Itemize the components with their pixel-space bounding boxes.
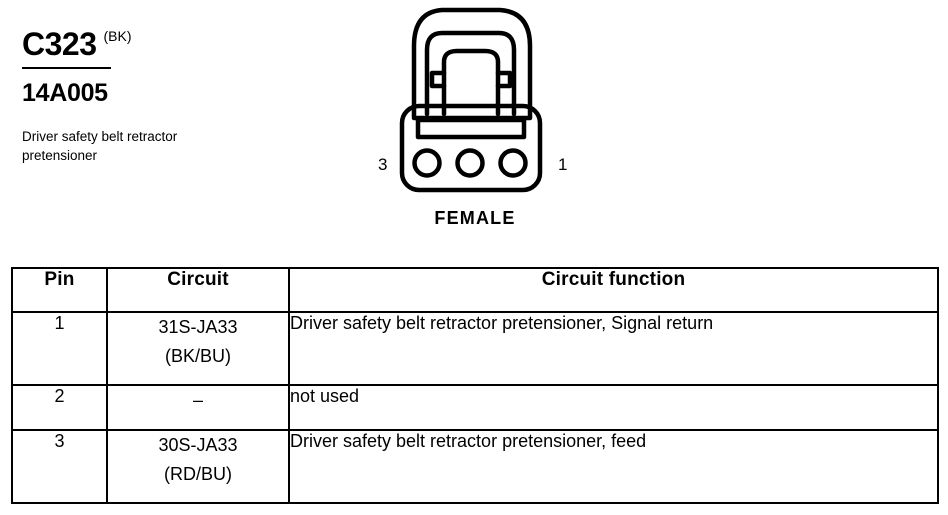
pin-cavity-3 [412, 148, 442, 178]
connector-id: C323 [22, 26, 97, 62]
cell-function: Driver safety belt retractor pretensione… [288, 429, 939, 504]
latch-nub-right [495, 70, 513, 89]
connector-latch-arch [424, 30, 517, 117]
circuit-id: 30S-JA33 [158, 435, 238, 455]
cell-function: not used [288, 384, 939, 431]
cell-circuit: 31S-JA33 (BK/BU) [106, 311, 290, 386]
connector-gender-label: FEMALE [434, 208, 516, 228]
connector-drawing [399, 7, 543, 193]
connector-latch-tab [441, 48, 501, 117]
column-header-function: Circuit function [288, 267, 939, 313]
pin-cavity-1 [498, 148, 528, 178]
circuit-id: – [192, 390, 203, 410]
pin-table-container: Pin Circuit Circuit function 1 31S-JA33 … [11, 267, 939, 504]
connector-color-code: (BK) [103, 28, 132, 44]
circuit-id: 31S-JA33 [158, 317, 238, 337]
column-header-circuit: Circuit [106, 267, 290, 313]
pin-cavity-2 [455, 148, 485, 178]
connector-keying-slot [415, 117, 527, 140]
pin-number-label-right: 1 [558, 155, 568, 174]
pin-number-label-left: 3 [378, 155, 388, 174]
connector-hood-outline [411, 7, 533, 121]
connector-header: C323 (BK) 14A005 Driver safety belt retr… [22, 28, 282, 165]
table-header-row: Pin Circuit Circuit function [11, 267, 939, 313]
cell-pin: 1 [11, 311, 108, 386]
pin-table: Pin Circuit Circuit function 1 31S-JA33 … [11, 267, 939, 504]
table-row: 1 31S-JA33 (BK/BU) Driver safety belt re… [11, 311, 939, 386]
connector-illustration: 3 1 FEMALE [330, 0, 620, 245]
cell-circuit: – [106, 384, 290, 431]
circuit-color: (BK/BU) [164, 346, 231, 367]
cell-circuit: 30S-JA33 (RD/BU) [106, 429, 290, 504]
part-number: 14A005 [22, 79, 108, 107]
connector-description: Driver safety belt retractor pretensione… [22, 129, 178, 164]
connector-id-row: C323 (BK) [22, 28, 282, 60]
table-row: 3 30S-JA33 (RD/BU) Driver safety belt re… [11, 429, 939, 504]
column-header-pin: Pin [11, 267, 108, 313]
connector-id-underline [22, 67, 111, 69]
cell-pin: 2 [11, 384, 108, 431]
latch-nub-left [429, 70, 447, 89]
connector-body-outline [399, 103, 543, 193]
cell-function: Driver safety belt retractor pretensione… [288, 311, 939, 386]
cell-pin: 3 [11, 429, 108, 504]
circuit-color: (RD/BU) [164, 464, 232, 485]
table-row: 2 – not used [11, 384, 939, 431]
